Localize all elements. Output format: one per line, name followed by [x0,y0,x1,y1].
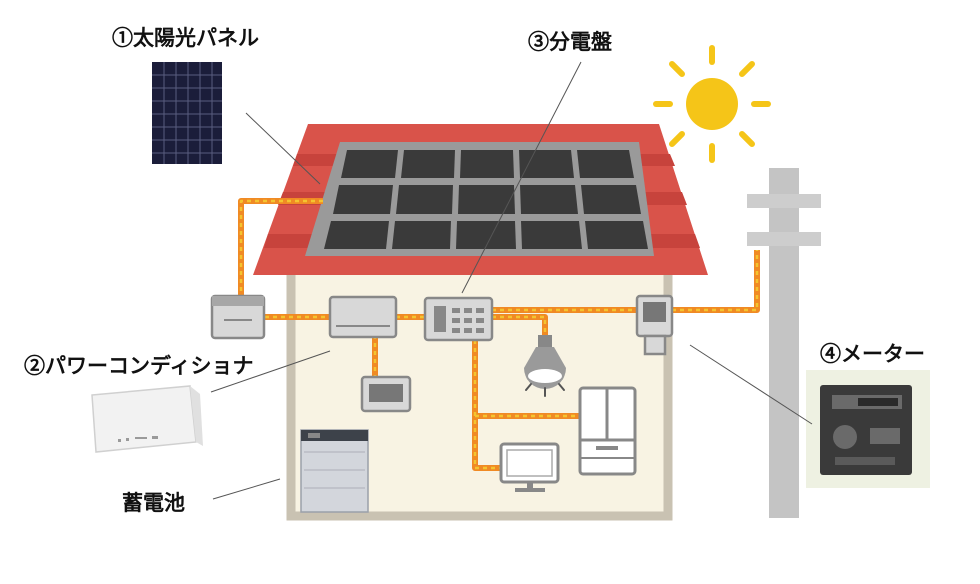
television-icon [499,442,560,492]
storage-battery-unit [300,429,369,513]
solar-panel-illustration [152,62,222,164]
roof-solar-array [305,142,654,256]
power-conditioner-label: ②パワーコンディショナ [24,353,254,378]
sun-icon [653,45,771,163]
monitor-panel [360,375,412,413]
distribution-board-label: ③分電盤 [528,29,612,54]
distribution-board [423,296,494,342]
power-conditioner-product [91,385,203,453]
meter-label: ④メーター [820,341,925,366]
outdoor-power-conditioner [210,294,266,340]
utility-pole [747,168,821,518]
light-bulb-icon [524,335,566,397]
indoor-power-conditioner [328,295,398,339]
wiring [238,198,760,471]
storage-battery-label: 蓄電池 [122,490,185,515]
solar-panel-label: ①太陽光パネル [112,25,259,50]
leader-lines [210,61,813,500]
refrigerator-icon [578,386,637,476]
house-meter [635,294,674,356]
meter-product [806,370,930,488]
